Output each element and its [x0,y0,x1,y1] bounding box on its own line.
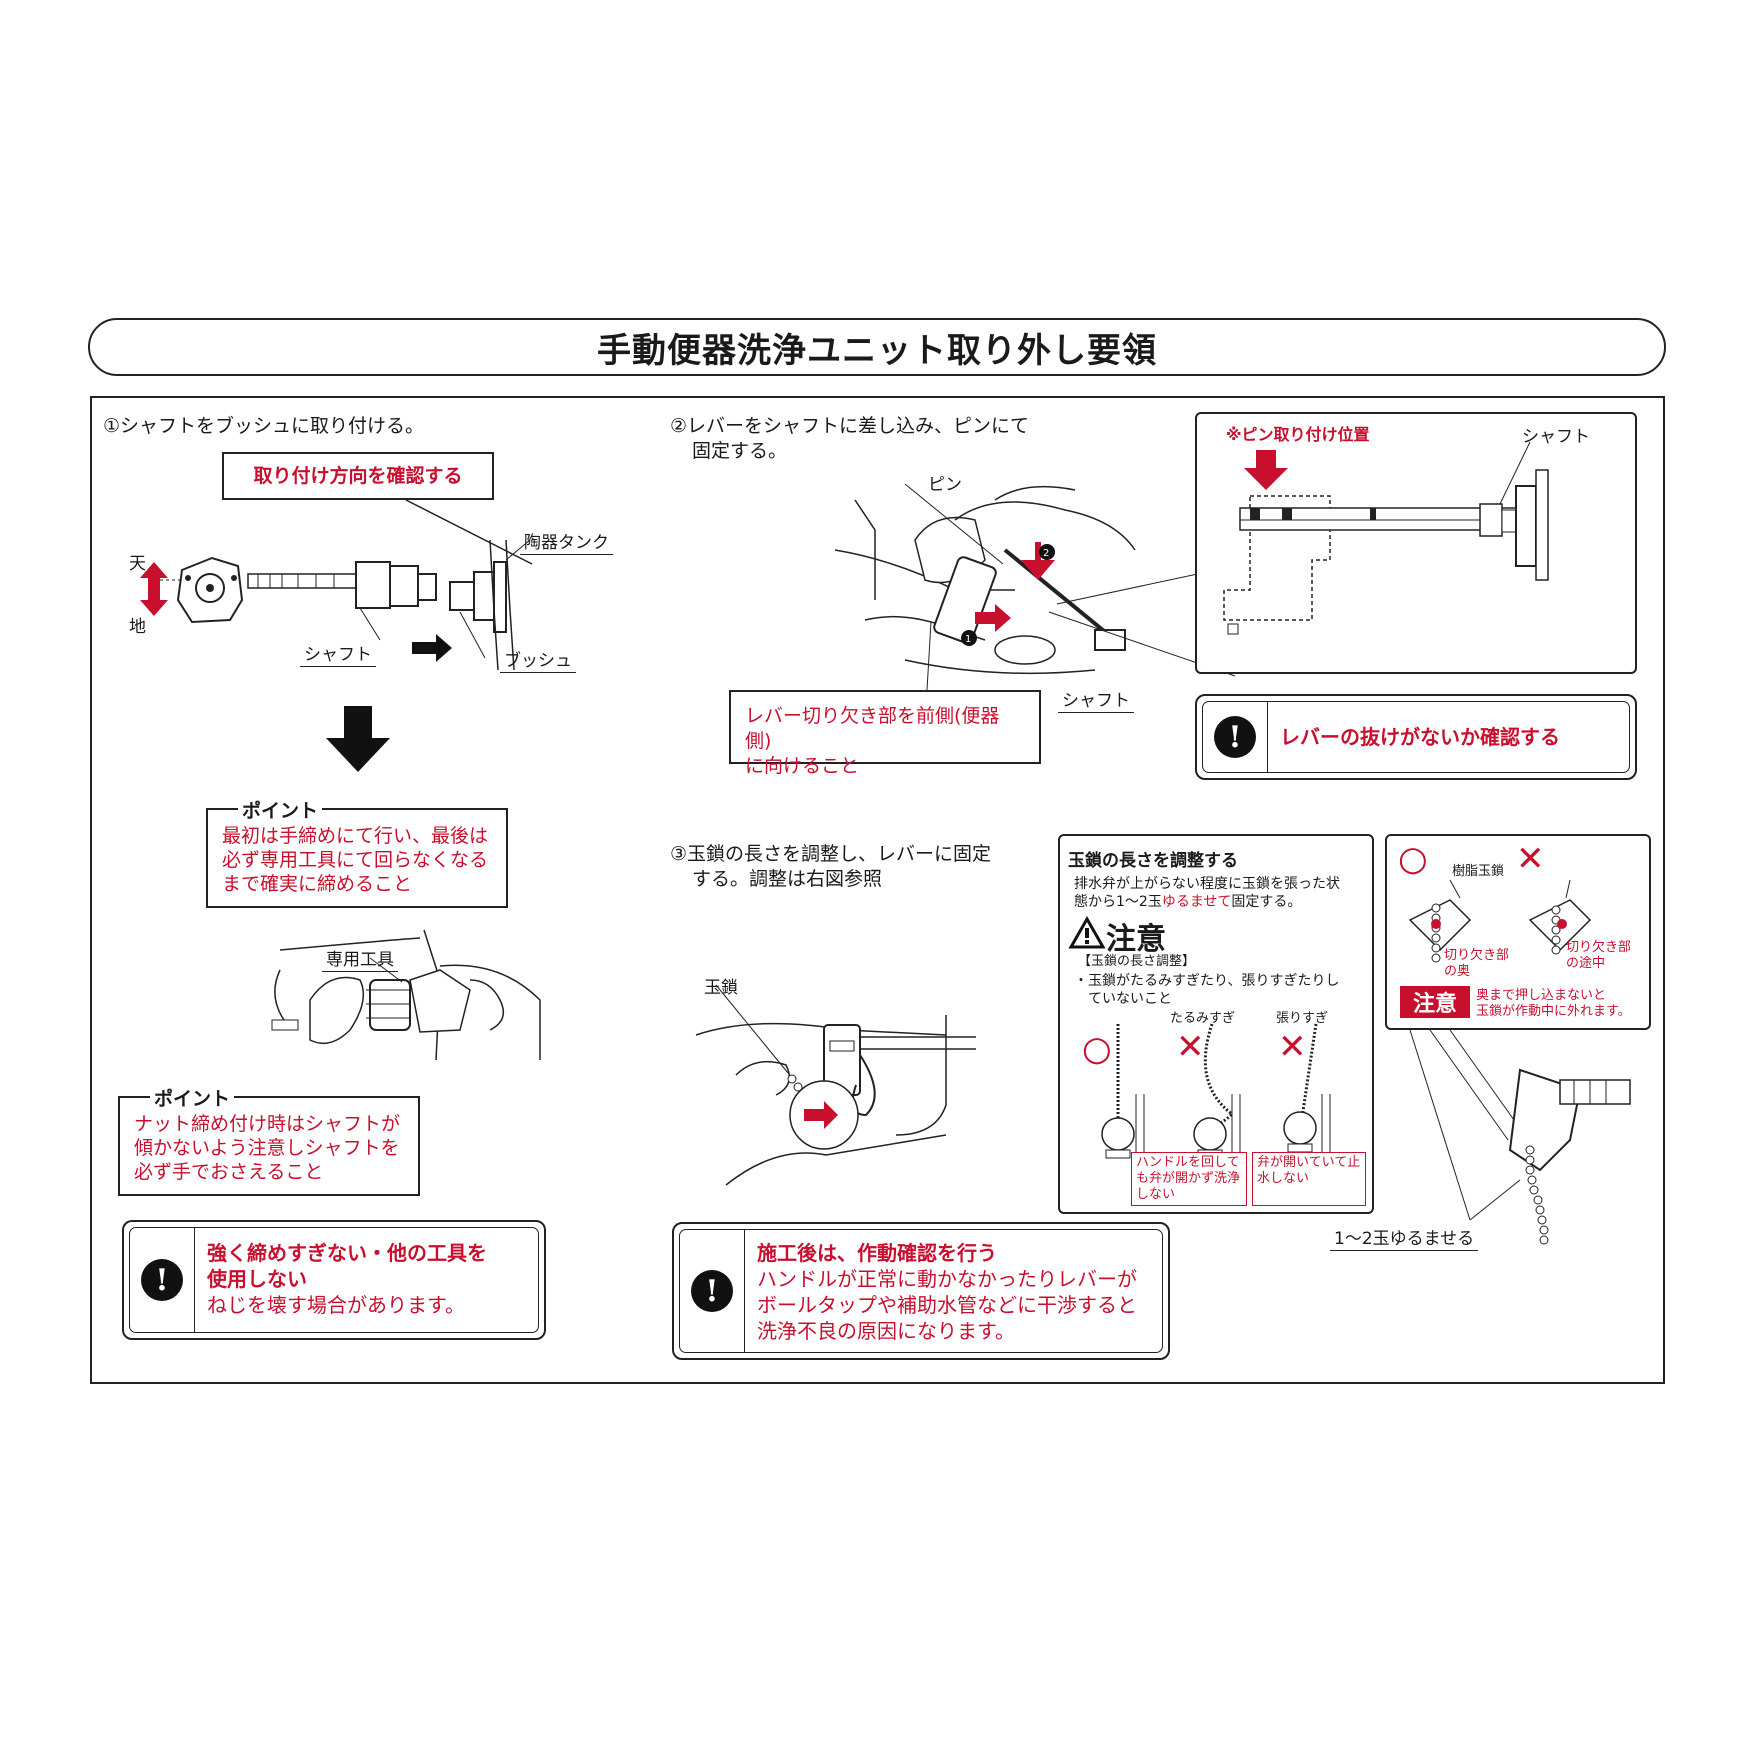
warning3-l4: 洗浄不良の原因になります。 [757,1319,1015,1343]
adjust-desc-l2a: 態から1～2玉 [1074,894,1162,910]
warning1-l2: 使用しない [207,1267,307,1291]
point2-text-l3: 必ず手でおさえること [134,1161,324,1183]
label-shaft: シャフト [300,640,376,667]
step1-heading: ①シャフトをブッシュに取り付ける。 [103,415,425,437]
adjust-desc-l2c: 固定する。 [1231,894,1302,910]
warning-box-3: ! 施工後は、作動確認を行う ハンドルが正常に動かなかったりレバーが ボールタッ… [672,1222,1170,1360]
warning1-l1: 強く締めすぎない・他の工具を [207,1241,487,1265]
tight-note-l2: 水しない [1257,1171,1310,1186]
warning3-l1: 施工後は、作動確認を行う [757,1241,997,1265]
clip-detail-drawing [1408,879,1592,963]
svg-text:2: 2 [1043,548,1049,559]
adjust-sub-text: ・玉鎖がたるみすぎたり、張りすぎたりし ていないこと [1074,972,1339,1008]
clip-caution-text: 奥まで押し込まないと 玉鎖が作動中に外れます。 [1476,988,1631,1020]
tight-label: 張りすぎ [1276,1011,1329,1026]
exclamation-icon: ! [691,1270,733,1312]
step1-callout: 取り付け方向を確認する [222,452,494,500]
clip-ng-mark: ✕ [1516,839,1545,879]
step2-callout: レバー切り欠き部を前側(便器側) に向けること [729,690,1041,777]
resin-chain-label: 樹脂玉鎖 [1452,864,1505,879]
step3-heading-l2: する。調整は右図参照 [692,868,883,890]
point-box-2: ポイント ナット締め付け時はシャフトが 傾かないよう注意しシャフトを 必ず手でお… [118,1084,420,1196]
point1-text-l3: まで確実に締めること [222,873,413,895]
label-chi: 地 [129,617,146,637]
ok-mark: ○ [1082,1029,1112,1069]
step2-heading: ②レバーをシャフトに差し込み、ピンにて 固定する。 [670,414,1029,464]
label-ceramic-tank: 陶器タンク [520,528,613,555]
adjust-sub-l1: ・玉鎖がたるみすぎたり、張りすぎたりし [1074,973,1340,989]
warning-triangle-icon [1068,915,1106,949]
adjust-panel-title: 玉鎖の長さを調整する [1068,851,1238,871]
notch-back-l2: の奥 [1444,964,1471,979]
slack-note: ハンドルを回して も弁が開かず洗浄 しない [1131,1152,1247,1206]
adjust-desc-l2b: ゆるませて [1161,894,1232,910]
shaft-bush-illustration [140,499,533,671]
label-special-tool: 専用工具 [322,945,398,972]
step2-heading-l2: 固定する。 [692,440,788,462]
svg-text:1: 1 [965,634,971,645]
warning-box-2: ! レバーの抜けがないか確認する [1195,694,1637,780]
adjust-desc-l1: 排水弁が上がらない程度に玉鎖を張った状 [1074,876,1340,892]
tool-tightening-illustration [271,929,541,1061]
point1-text-l1: 最初は手締めにて行い、最後は [222,825,489,847]
notch-back-label: 切り欠き部 の奥 [1444,948,1509,980]
content-frame [90,396,1665,1384]
adjust-caution: 注意 [1106,922,1166,957]
slack-note-l2: も弁が開かず洗浄 [1136,1171,1241,1186]
page-title: 手動便器洗浄ユニット取り外し要領 [597,330,1157,371]
chain-install-illustration [695,984,976,1186]
exclamation-icon: ! [1214,716,1256,758]
notch-mid-l2: の途中 [1566,956,1606,971]
label-ten: 天 [129,554,146,574]
lever-install-illustration: 1 2 [834,483,1236,691]
title-bar: 手動便器洗浄ユニット取り外し要領 [88,318,1666,376]
point1-text-l2: 必ず専用工具にて回らなくなる [222,849,489,871]
loosen-label: 1～2玉ゆるませる [1330,1224,1479,1251]
clip-caution-badge: 注意 [1400,986,1470,1018]
warning3-l3: ボールタップや補助水管などに干渉すると [757,1293,1137,1317]
tight-note-l1: 弁が開いていて止 [1257,1155,1361,1170]
clip-caution-l1: 奥まで押し込まないと [1476,988,1607,1003]
warning2-text: レバーの抜けがないか確認する [1280,725,1560,749]
slack-label: たるみすぎ [1170,1011,1236,1026]
step2-heading-l1: ②レバーをシャフトに差し込み、ピンにて [670,415,1030,437]
label-pin: ピン [928,475,962,495]
detail-shaft-label: シャフト [1522,427,1590,447]
point1-title: ポイント [238,796,323,823]
clip-ok-mark: ○ [1398,839,1428,879]
warning-box-1: ! 強く締めすぎない・他の工具を 使用しない ねじを壊す場合があります。 [122,1220,546,1340]
lever-chain-illustration [1409,1029,1631,1245]
notch-mid-label: 切り欠き部 の途中 [1566,940,1631,972]
label-bush: ブッシュ [500,646,576,673]
step2-callout-l2: に向けること [745,755,860,777]
pin-position-label: ※ピン取り付け位置 [1226,425,1370,444]
point2-title: ポイント [150,1084,235,1111]
step3-heading: ③玉鎖の長さを調整し、レバーに固定 する。調整は右図参照 [670,842,991,892]
point-box-1: ポイント 最初は手締めにて行い、最後は 必ず専用工具にて回らなくなる まで確実に… [206,796,508,908]
step2-callout-l1: レバー切り欠き部を前側(便器側) [745,705,1000,752]
warning3-l2: ハンドルが正常に動かなかったりレバーが [757,1267,1137,1291]
adjust-subtitle: 【玉鎖の長さ調整】 [1078,954,1196,969]
notch-mid-l1: 切り欠き部 [1566,940,1632,955]
ng-mark-slack: ✕ [1176,1027,1205,1067]
slack-note-l3: しない [1136,1187,1176,1202]
warning1-l3: ねじを壊す場合があります。 [207,1293,465,1317]
clip-caution-l2: 玉鎖が作動中に外れます。 [1476,1004,1631,1019]
slack-note-l1: ハンドルを回して [1136,1155,1240,1170]
point2-text-l1: ナット締め付け時はシャフトが [134,1113,401,1135]
point2-text-l2: 傾かないよう注意しシャフトを [134,1137,400,1159]
adjust-sub-l2: ていないこと [1074,991,1172,1007]
notch-back-l1: 切り欠き部 [1444,948,1510,963]
label-chain: 玉鎖 [704,978,738,998]
step3-heading-l1: ③玉鎖の長さを調整し、レバーに固定 [670,843,992,865]
down-arrow-icon [326,706,390,772]
pin-detail-drawing [1223,441,1549,635]
tight-note: 弁が開いていて止 水しない [1252,1152,1366,1206]
exclamation-icon: ! [141,1259,183,1301]
ng-mark-tight: ✕ [1278,1027,1307,1067]
adjust-desc: 排水弁が上がらない程度に玉鎖を張った状 態から1～2玉ゆるませて固定する。 [1074,875,1340,911]
label-shaft-2: シャフト [1058,686,1134,713]
